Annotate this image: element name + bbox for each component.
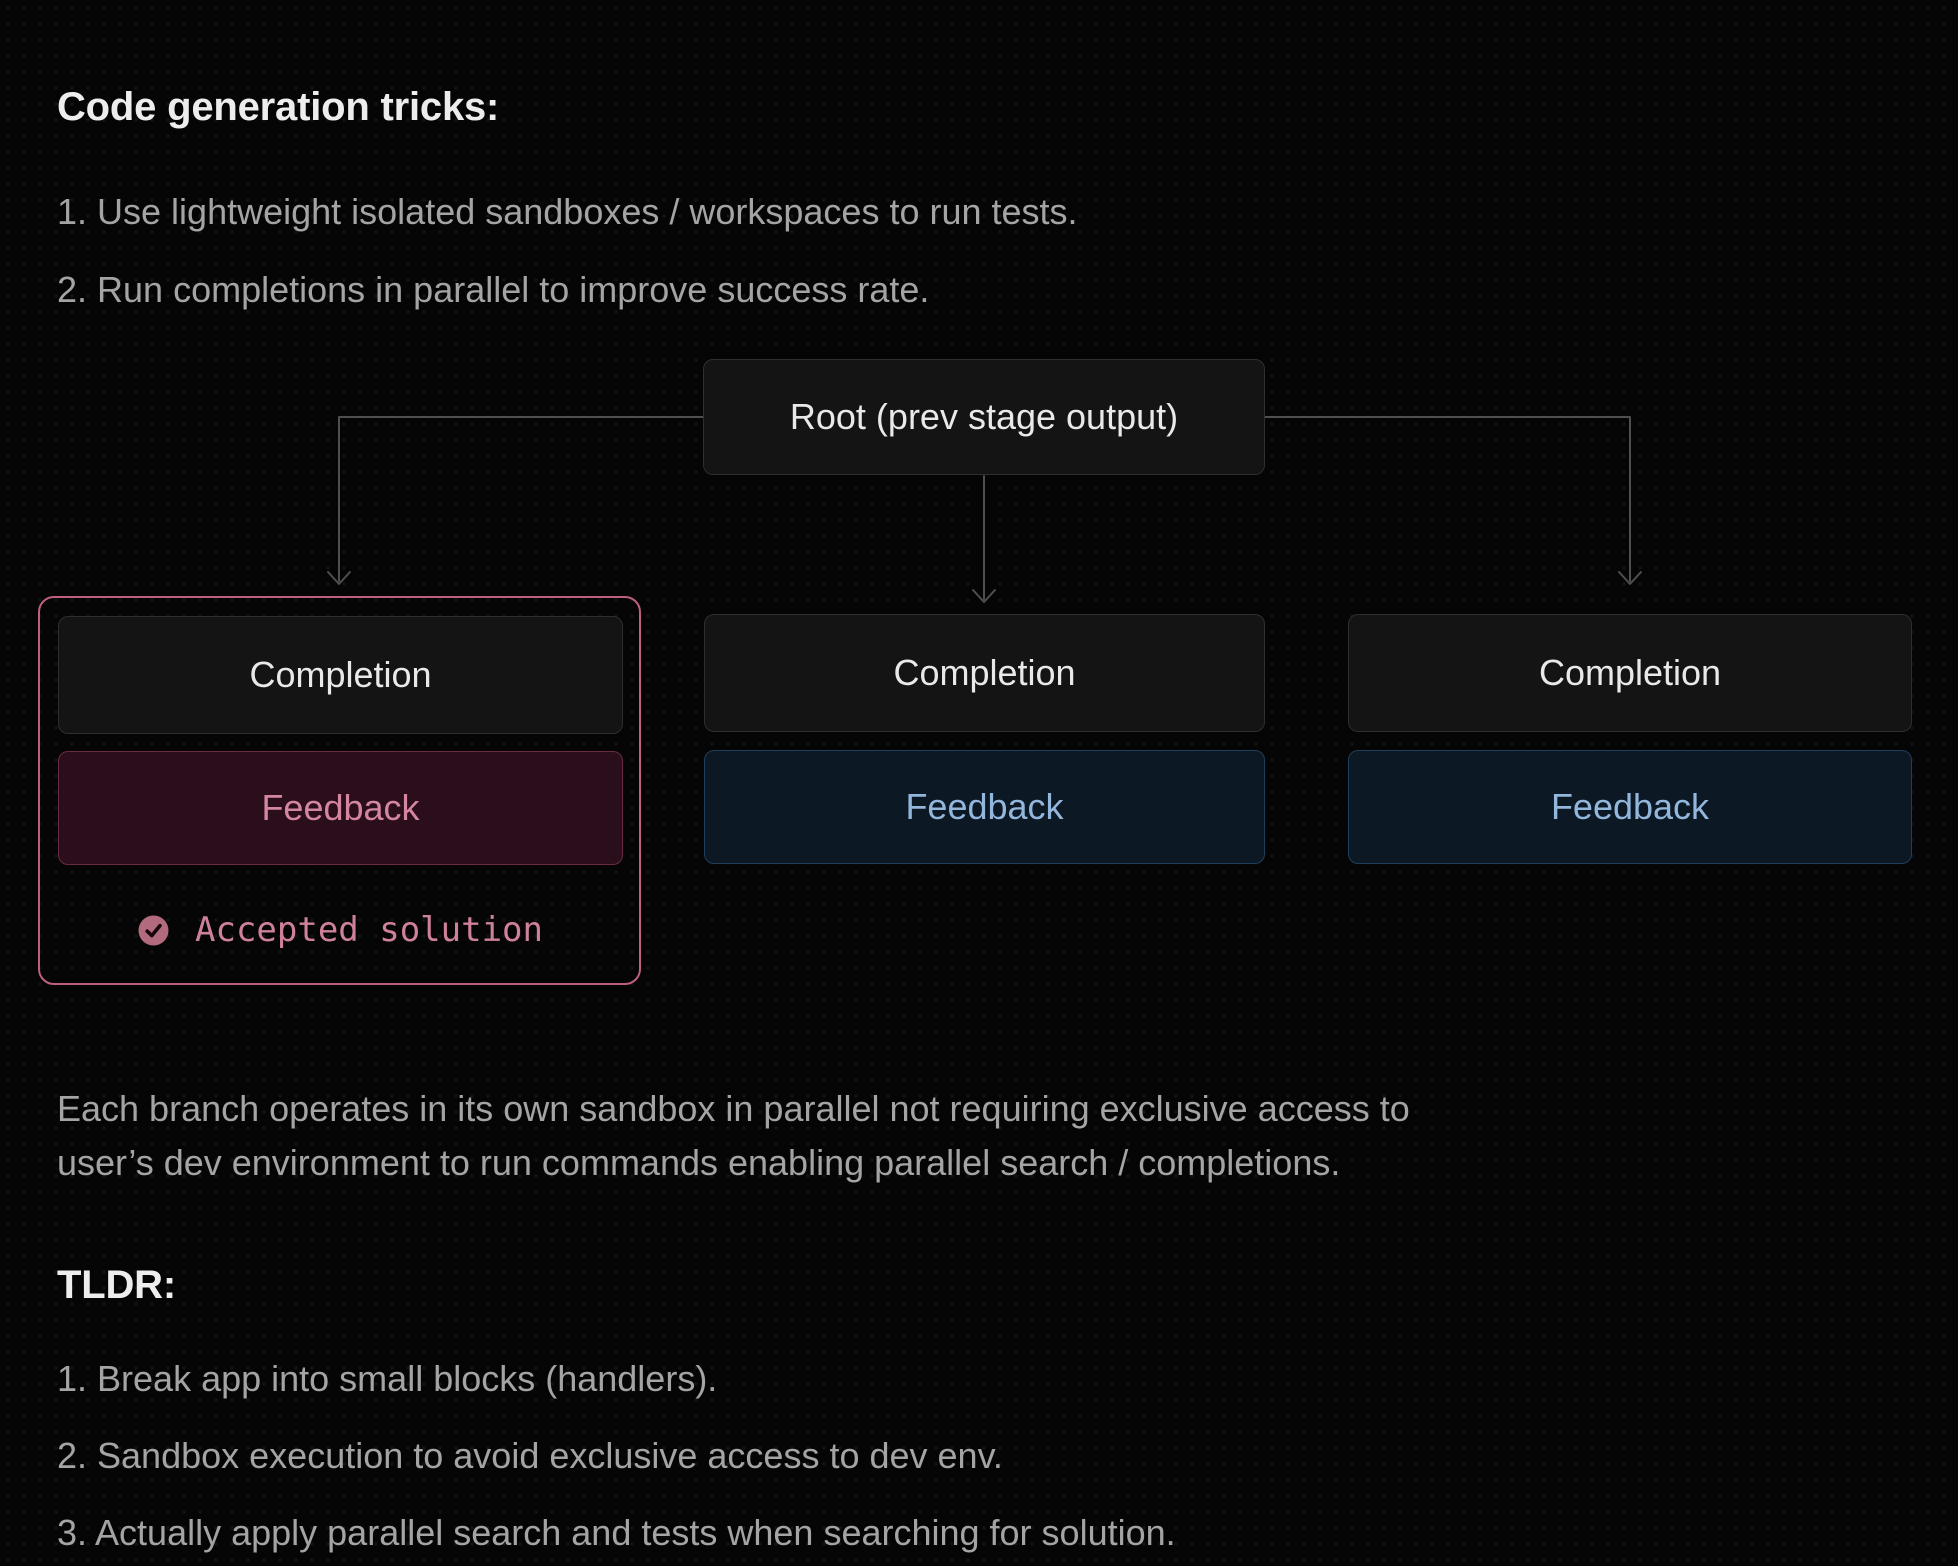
branch-3-feedback-label: Feedback bbox=[1550, 786, 1710, 827]
root-node: Root (prev stage output) bbox=[703, 359, 1265, 475]
connector-left bbox=[338, 416, 704, 582]
accepted-solution-label: Accepted solution bbox=[195, 910, 543, 950]
check-circle-icon bbox=[138, 915, 169, 945]
page-title: Code generation tricks: bbox=[57, 84, 500, 129]
connector-right bbox=[1264, 416, 1631, 582]
tldr-item-3: 3. Actually apply parallel search and te… bbox=[57, 1512, 1176, 1553]
branch-2-feedback-node: Feedback bbox=[704, 750, 1265, 864]
explanation-line-1: Each branch operates in its own sandbox … bbox=[57, 1088, 1410, 1129]
branch-1-feedback-label: Feedback bbox=[261, 787, 420, 828]
branch-1-completion-node: Completion bbox=[58, 616, 623, 734]
arrowhead-middle-icon bbox=[972, 589, 996, 603]
branch-1-feedback-node: Feedback bbox=[58, 751, 623, 865]
branch-1-accepted-group: Completion Feedback Accepted solution bbox=[38, 596, 641, 985]
branch-3-completion-label: Completion bbox=[1538, 652, 1722, 693]
root-node-label: Root (prev stage output) bbox=[789, 396, 1179, 437]
branch-2-completion-node: Completion bbox=[704, 614, 1265, 732]
arrowhead-left-icon bbox=[327, 571, 351, 585]
arrowhead-right-icon bbox=[1618, 571, 1642, 585]
tldr-heading: TLDR: bbox=[57, 1263, 176, 1308]
tldr-item-2: 2. Sandbox execution to avoid exclusive … bbox=[57, 1435, 1003, 1476]
accepted-solution-row: Accepted solution bbox=[138, 910, 543, 950]
branch-3-completion-node: Completion bbox=[1348, 614, 1912, 732]
branch-3-feedback-node: Feedback bbox=[1348, 750, 1912, 864]
intro-item-2: 2. Run completions in parallel to improv… bbox=[57, 269, 930, 310]
branch-2-completion-label: Completion bbox=[893, 652, 1076, 693]
intro-item-1: 1. Use lightweight isolated sandboxes / … bbox=[57, 191, 1078, 232]
tldr-item-1: 1. Break app into small blocks (handlers… bbox=[57, 1358, 718, 1399]
explanation-line-2: user’s dev environment to run commands e… bbox=[57, 1142, 1341, 1183]
branch-1-completion-label: Completion bbox=[249, 654, 432, 695]
branch-2-feedback-label: Feedback bbox=[905, 786, 1064, 827]
